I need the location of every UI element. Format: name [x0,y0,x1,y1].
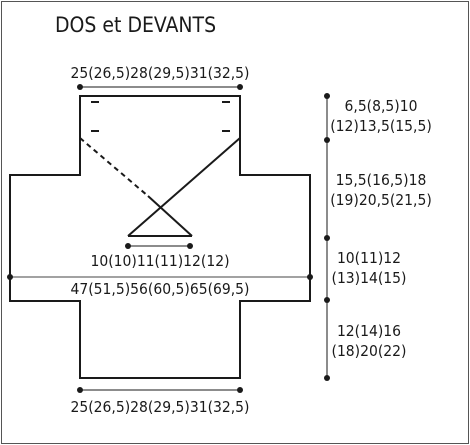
height-2-label-line2: (19)20,5(21,5) [330,191,432,209]
bottom-width-dot-left [77,387,83,393]
height-dot-1 [324,93,330,99]
top-width-dot-left [77,84,83,90]
total-width-dot-right [307,274,313,280]
bottom-width-label: 25(26,5)28(29,5)31(32,5) [71,398,250,416]
height-dot-4 [324,297,330,303]
front-neck-dashed-line [79,137,149,197]
height-dot-2 [324,137,330,143]
bottom-width-dot-right [237,387,243,393]
height-2-label-line1: 15,5(16,5)18 [336,171,427,189]
neck-width-label: 10(10)11(11)12(12) [90,252,229,270]
height-3-label-line1: 10(11)12 [337,249,401,267]
height-4-label-line1: 12(14)16 [337,322,401,340]
neck-width-dot-right [187,243,193,249]
garment-outline [9,95,311,379]
total-width-dot-left [7,274,13,280]
total-width-label: 47(51,5)56(60,5)65(69,5) [71,280,250,298]
height-1-label-line1: 6,5(8,5)10 [345,97,418,115]
height-dot-3 [324,235,330,241]
diagram-title: DOS et DEVANTS [55,13,216,37]
height-3-label-line2: (13)14(15) [332,269,407,287]
height-dot-5 [324,375,330,381]
height-4-label-line2: (18)20(22) [332,342,407,360]
top-width-dot-right [237,84,243,90]
v-neck-line-left [147,195,193,237]
v-neck-line-right [127,137,241,237]
top-width-label: 25(26,5)28(29,5)31(32,5) [71,64,250,82]
neck-width-dot-left [125,243,131,249]
height-1-label-line2: (12)13,5(15,5) [330,117,432,135]
